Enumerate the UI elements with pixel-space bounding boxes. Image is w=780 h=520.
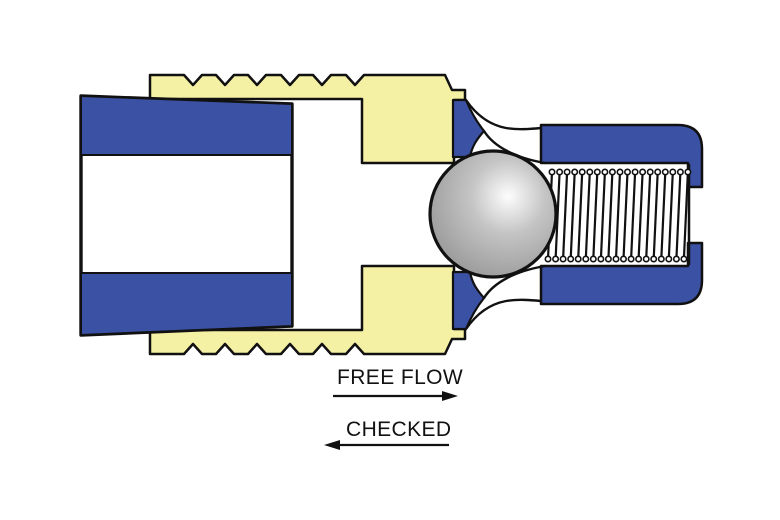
neck-outline-bottom-outer bbox=[464, 298, 543, 331]
checked-arrow bbox=[324, 440, 449, 450]
free-flow-label: FREE FLOW bbox=[337, 366, 464, 389]
outlet-housing-bottom bbox=[539, 241, 704, 306]
free-flow-arrow bbox=[333, 391, 458, 401]
check-ball bbox=[428, 149, 558, 279]
seal-ring-bottom bbox=[451, 270, 486, 331]
neck-outline-bottom-inner bbox=[482, 264, 547, 300]
seal-ring-top bbox=[451, 98, 486, 159]
outlet-housing-top bbox=[539, 123, 704, 189]
hose-wall-bottom bbox=[80, 272, 293, 336]
checked-label: CHECKED bbox=[346, 418, 452, 441]
spring bbox=[544, 168, 692, 263]
neck-outline-top-outer bbox=[464, 98, 543, 131]
hose-wall-top bbox=[80, 95, 293, 156]
